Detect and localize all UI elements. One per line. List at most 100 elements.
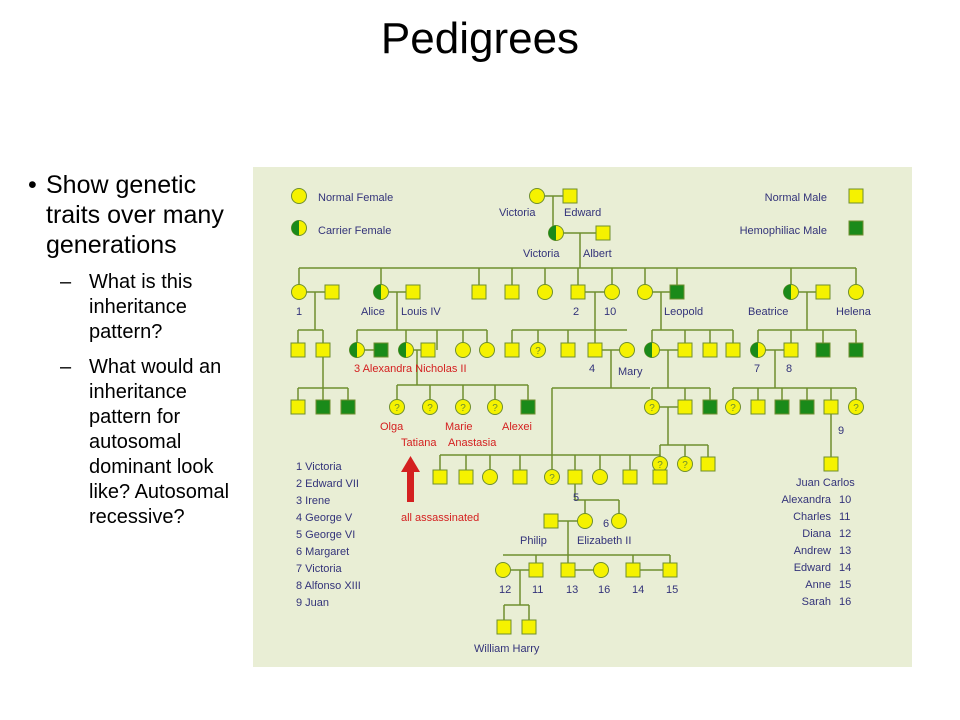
person-15 — [662, 562, 678, 578]
male-symbol — [622, 469, 638, 485]
male-symbol — [432, 469, 448, 485]
rkey-num-12: 12 — [839, 528, 851, 540]
person-7 — [750, 342, 766, 358]
elizabeth-symbol — [577, 513, 593, 529]
female-symbol: ? — [530, 342, 546, 358]
leopold-symbol — [669, 284, 685, 300]
label-albert: Albert — [583, 248, 612, 260]
anastasia-symbol: ? — [487, 399, 503, 415]
william-symbol — [496, 619, 512, 635]
svg-text:?: ? — [427, 403, 433, 414]
legend: Normal Female Carrier Female Normal Male… — [318, 192, 827, 237]
label-olga: Olga — [380, 421, 404, 433]
label-9: 9 — [838, 425, 844, 437]
male-symbol — [290, 342, 306, 358]
key-5: 5 George VI — [296, 529, 355, 541]
male-symbol — [290, 399, 306, 415]
label-c12: 12 — [499, 584, 511, 596]
rkey-num-14: 14 — [839, 562, 851, 574]
svg-text:?: ? — [492, 403, 498, 414]
person-9 — [823, 399, 839, 415]
edward-symbol — [562, 188, 578, 204]
label-marie: Marie — [445, 421, 473, 433]
label-anastasia: Anastasia — [448, 437, 497, 449]
label-c14: 14 — [632, 584, 644, 596]
pedigree-lines — [297, 195, 857, 627]
female-symbol — [455, 342, 471, 358]
tatiana-symbol: ? — [422, 399, 438, 415]
male-symbol — [512, 469, 528, 485]
male-symbol — [315, 342, 331, 358]
male-symbol — [652, 469, 668, 485]
label-alice: Alice — [361, 306, 385, 318]
person-13 — [560, 562, 576, 578]
female-symbol — [644, 342, 660, 358]
person-4 — [587, 342, 603, 358]
key-4: 4 George V — [296, 512, 353, 524]
key-3: 3 Irene — [296, 495, 330, 507]
person-8 — [783, 342, 799, 358]
male-symbol — [700, 456, 716, 472]
person-11 — [528, 562, 544, 578]
label-juan-carlos: Juan Carlos — [796, 477, 855, 489]
key-6: 6 Margaret — [296, 546, 349, 558]
label-c15: 15 — [666, 584, 678, 596]
label-4: 4 — [589, 363, 595, 375]
bullet-main: •Show genetic traits over many generatio… — [28, 171, 224, 259]
label-victoria2: Victoria — [523, 248, 560, 260]
label-2: 2 — [573, 306, 579, 318]
label-alexandra-nicholas: 3 Alexandra Nicholas II — [354, 363, 467, 375]
female-symbol: ? — [644, 399, 660, 415]
person-labels: Victoria Edward Victoria Albert 1 Alice … — [296, 207, 872, 655]
sub-bullet-1-text: What is this inheritance pattern? — [89, 271, 193, 343]
juan-carlos-symbol — [823, 456, 839, 472]
label-c13: 13 — [566, 584, 578, 596]
label-edward: Edward — [564, 207, 601, 219]
label-c11: 11 — [532, 584, 543, 596]
svg-text:?: ? — [853, 403, 859, 414]
label-beatrice: Beatrice — [748, 306, 788, 318]
label-5: 5 — [573, 492, 579, 504]
sub-bullet-2: –What would an inheritance pattern for a… — [60, 356, 230, 528]
male-symbol — [458, 469, 474, 485]
label-leopold: Leopold — [664, 306, 703, 318]
legend-normal-female-icon — [291, 188, 307, 204]
label-william-harry: William Harry — [474, 643, 540, 655]
legend-hemophiliac-male-icon — [848, 220, 864, 236]
male-symbol — [702, 399, 718, 415]
rkey-name-16: Sarah — [802, 596, 831, 608]
female-symbol — [482, 469, 498, 485]
bullet-list: •Show genetic traits over many generatio… — [24, 170, 240, 530]
rkey-num-16: 16 — [839, 596, 851, 608]
mary-symbol — [619, 342, 635, 358]
rkey-num-15: 15 — [839, 579, 851, 591]
label-tatiana: Tatiana — [401, 437, 437, 449]
key-1: 1 Victoria — [296, 461, 343, 473]
male-symbol — [750, 399, 766, 415]
female-symbol: ? — [848, 399, 864, 415]
albert-symbol — [595, 225, 611, 241]
male-symbol — [848, 342, 864, 358]
svg-text:?: ? — [682, 460, 688, 471]
victoria-symbol — [529, 188, 545, 204]
male-symbol — [677, 399, 693, 415]
rkey-num-11: 11 — [839, 511, 850, 523]
beatrice-spouse — [815, 284, 831, 300]
label-6: 6 — [603, 518, 609, 530]
rkey-name-13: Andrew — [794, 545, 831, 557]
male-symbol — [815, 342, 831, 358]
key-7: 7 Victoria — [296, 563, 343, 575]
label-louis: Louis IV — [401, 306, 441, 318]
male-symbol — [677, 342, 693, 358]
legend-normal-female: Normal Female — [318, 192, 393, 204]
female-symbol: ? — [677, 456, 693, 472]
olga-symbol: ? — [389, 399, 405, 415]
svg-text:?: ? — [535, 346, 541, 357]
label-alexei: Alexei — [502, 421, 532, 433]
svg-text:?: ? — [730, 403, 736, 414]
label-7: 7 — [754, 363, 760, 375]
key-9: 9 Juan — [296, 597, 329, 609]
female-symbol — [479, 342, 495, 358]
person-10 — [604, 284, 620, 300]
female-symbol: ? — [544, 469, 560, 485]
